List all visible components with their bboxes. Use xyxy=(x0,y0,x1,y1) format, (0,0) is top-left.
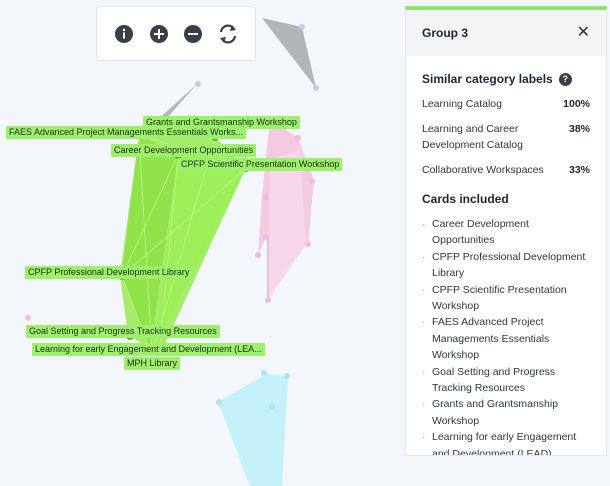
similar-label: Collaborative Workspaces xyxy=(422,164,544,176)
reset-button[interactable] xyxy=(216,22,240,46)
close-icon[interactable]: ✕ xyxy=(576,24,590,41)
similar-row: Learning Catalog 100% xyxy=(422,96,590,112)
info-icon xyxy=(115,24,134,43)
similar-value: 100% xyxy=(563,98,590,110)
zoom-in-icon xyxy=(149,24,168,43)
similar-section-title: Similar category labels ? xyxy=(422,72,590,86)
panel-header: Group 3 ✕ xyxy=(406,10,606,56)
group-detail-panel: Group 3 ✕ Similar category labels ? Lear… xyxy=(405,6,607,456)
label-grants[interactable]: Grants and Grantsmanship Workshop xyxy=(143,116,300,129)
list-item: Grants and Grantsmanship Workshop xyxy=(422,396,590,429)
similar-value: 38% xyxy=(568,123,590,135)
reset-icon xyxy=(219,23,236,44)
similar-value: 33% xyxy=(568,164,590,176)
zoom-out-button[interactable] xyxy=(181,22,205,46)
cluster-cyan xyxy=(216,370,290,486)
similar-row: Collaborative Workspaces 33% xyxy=(422,162,590,178)
label-lead[interactable]: Learning for early Engagement and Develo… xyxy=(32,343,265,356)
label-cpfp-sci[interactable]: CPFP Scientific Presentation Workshop xyxy=(178,158,343,171)
list-item: CPFP Professional Development Library xyxy=(422,249,590,282)
panel-title: Group 3 xyxy=(422,26,469,40)
zoom-out-icon xyxy=(184,24,203,43)
cards-section-title: Cards included xyxy=(422,192,509,206)
info-button[interactable] xyxy=(112,22,136,46)
similar-label: Learning Catalog xyxy=(422,98,502,110)
list-item: CPFP Scientific Presentation Workshop xyxy=(422,282,590,315)
list-item: Career Development Opportunities xyxy=(422,216,590,249)
label-goal[interactable]: Goal Setting and Progress Tracking Resou… xyxy=(26,325,220,338)
label-career[interactable]: Career Development Opportunities xyxy=(111,144,257,157)
card-list: Career Development Opportunities CPFP Pr… xyxy=(422,216,590,455)
similar-list: Learning Catalog 100% Learning and Caree… xyxy=(422,96,590,178)
label-mph[interactable]: MPH Library xyxy=(124,357,181,370)
help-icon[interactable]: ? xyxy=(558,72,572,86)
panel-body: Similar category labels ? Learning Catal… xyxy=(406,56,606,455)
label-faes[interactable]: FAES Advanced Project Managements Essent… xyxy=(6,126,246,139)
similar-title-text: Similar category labels xyxy=(422,72,553,86)
graph-toolbar xyxy=(96,6,256,61)
list-item: Learning for early Engagement and Develo… xyxy=(422,429,590,455)
list-item: FAES Advanced Project Managements Essent… xyxy=(422,314,590,363)
list-item: Goal Setting and Progress Tracking Resou… xyxy=(422,364,590,397)
similar-label: Learning and Career Development Catalog xyxy=(422,123,523,151)
cluster-pink xyxy=(25,118,315,321)
label-cpfp-lib[interactable]: CPFP Professional Development Library xyxy=(25,266,193,279)
zoom-in-button[interactable] xyxy=(147,22,171,46)
cluster-green xyxy=(118,131,250,356)
similar-row: Learning and Career Development Catalog … xyxy=(422,121,590,153)
